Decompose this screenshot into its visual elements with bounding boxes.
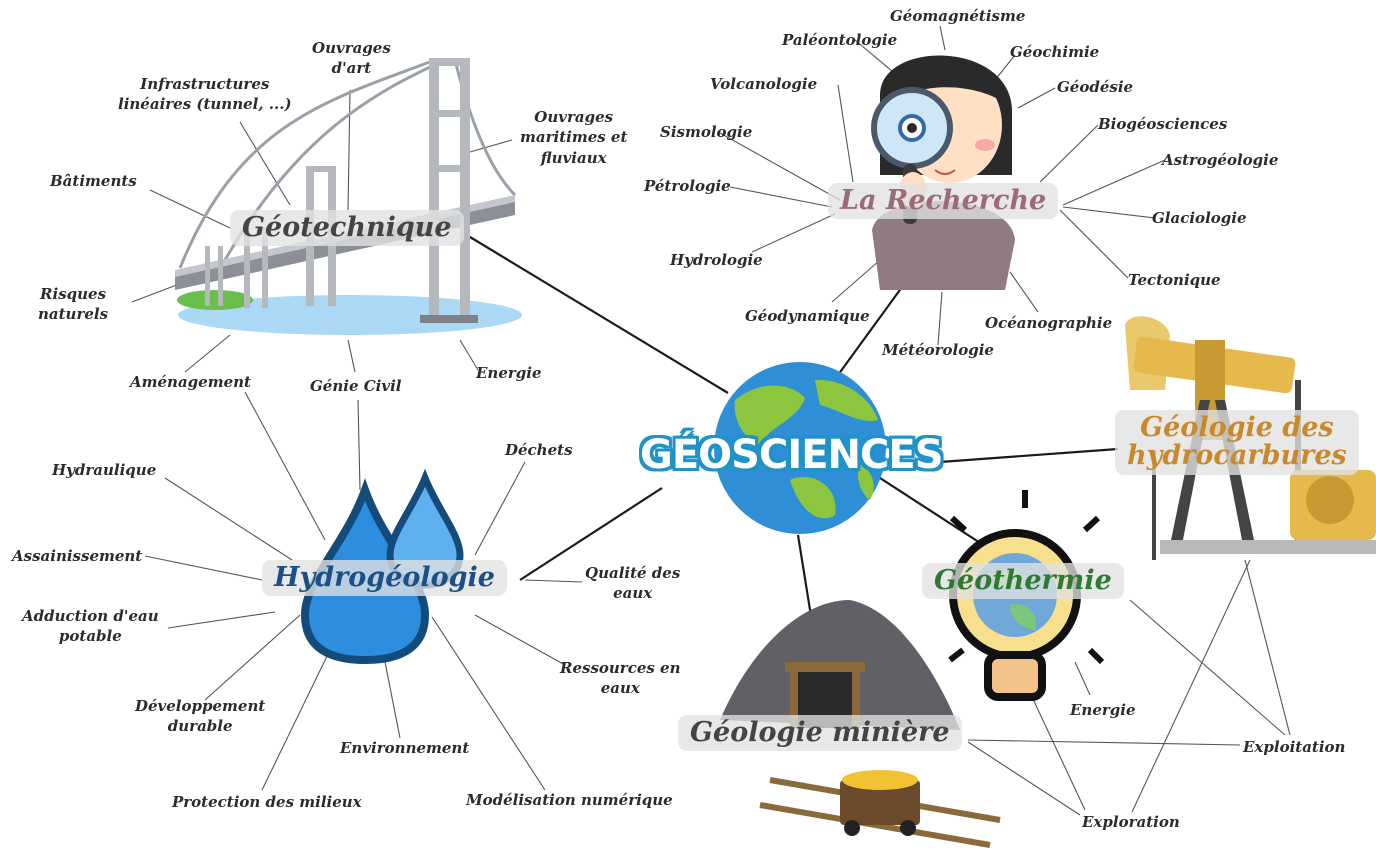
term-petrologie: Pétrologie bbox=[644, 177, 731, 195]
hub-geologie-hydrocarbures[interactable]: Géologie des hydrocarbures bbox=[1115, 410, 1359, 475]
hub-hydrogeologie[interactable]: Hydrogéologie bbox=[262, 560, 507, 597]
term-energie-geothermie: Energie bbox=[1070, 701, 1136, 719]
term-oceanographie: Océanographie bbox=[985, 314, 1113, 332]
globe-illustration bbox=[714, 362, 886, 534]
term-paleontologie: Paléontologie bbox=[782, 31, 898, 49]
term-dechets: Déchets bbox=[505, 441, 573, 459]
hub-geotechnique[interactable]: Géotechnique bbox=[230, 210, 464, 247]
term-tectonique: Tectonique bbox=[1128, 271, 1221, 289]
term-geodynamique: Géodynamique bbox=[745, 307, 870, 325]
term-energie-geotechnique: Energie bbox=[476, 364, 542, 382]
term-exploration: Exploration bbox=[1082, 813, 1180, 831]
term-modelisation-numerique: Modélisation numérique bbox=[466, 791, 673, 809]
geosciences-title: GÉOSCIENCES bbox=[640, 432, 944, 478]
term-batiments: Bâtiments bbox=[50, 172, 137, 190]
term-geochimie: Géochimie bbox=[1010, 43, 1100, 61]
term-volcanologie: Volcanologie bbox=[710, 75, 818, 93]
connector-lines bbox=[131, 25, 1291, 816]
term-geomagnetisme: Géomagnétisme bbox=[890, 7, 1026, 25]
term-hydrologie: Hydrologie bbox=[670, 251, 763, 269]
hub-hydrocarbures-line-1: Géologie des bbox=[1140, 412, 1334, 443]
term-exploitation: Exploitation bbox=[1243, 738, 1346, 756]
term-meteorologie: Météorologie bbox=[882, 341, 994, 359]
term-biogeosciences: Biogéosciences bbox=[1098, 115, 1228, 133]
term-astrogeologie: Astrogéologie bbox=[1162, 151, 1279, 169]
hub-la-recherche[interactable]: La Recherche bbox=[828, 183, 1059, 220]
term-sismologie: Sismologie bbox=[660, 123, 753, 141]
hub-hydrocarbures-line-2: hydrocarbures bbox=[1127, 440, 1347, 472]
hub-geologie-miniere[interactable]: Géologie minière bbox=[678, 715, 962, 752]
term-hydraulique: Hydraulique bbox=[52, 461, 157, 479]
term-protection-milieux: Protection des milieux bbox=[172, 793, 362, 811]
term-geodesie: Géodésie bbox=[1057, 78, 1134, 96]
term-glaciologie: Glaciologie bbox=[1152, 209, 1247, 227]
term-assainissement: Assainissement bbox=[12, 547, 143, 565]
term-genie-civil: Génie Civil bbox=[310, 377, 402, 395]
term-environnement: Environnement bbox=[340, 739, 470, 757]
term-amenagement: Aménagement bbox=[130, 373, 251, 391]
researcher-illustration bbox=[871, 55, 1015, 290]
hub-geothermie[interactable]: Géothermie bbox=[922, 563, 1124, 600]
